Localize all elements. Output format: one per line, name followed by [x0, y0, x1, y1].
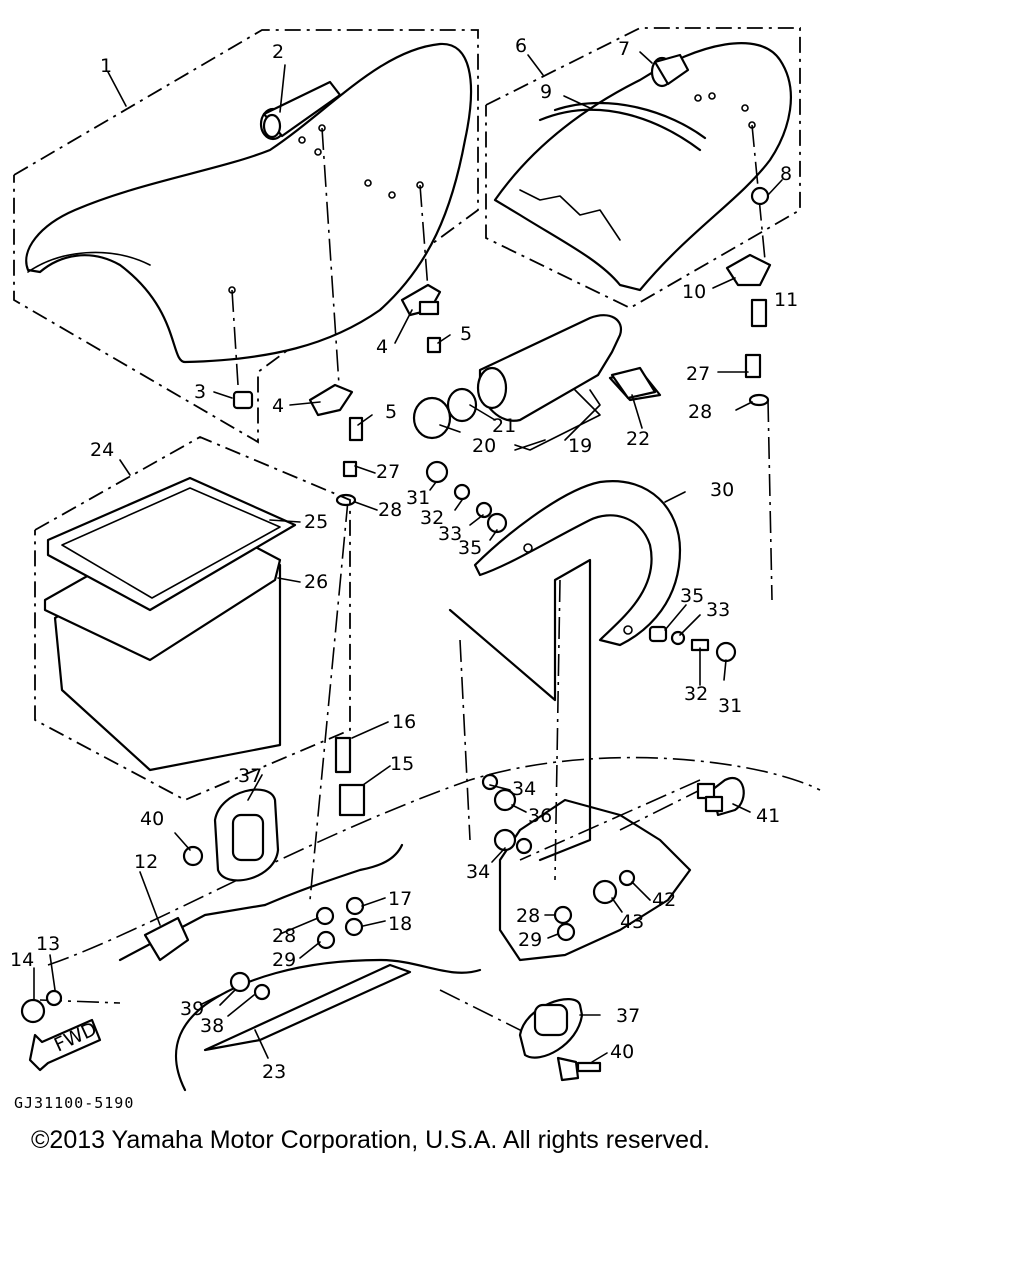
callout-9: 9: [540, 81, 552, 103]
callout-4b: 4: [272, 395, 284, 417]
callout-37b: 37: [616, 1005, 640, 1027]
front-seat-part: [493, 42, 792, 292]
callout-20: 20: [472, 435, 496, 457]
callout-32b: 32: [684, 683, 708, 705]
callout-37a: 37: [238, 765, 262, 787]
callout-39: 39: [180, 998, 204, 1020]
callout-2: 2: [272, 41, 284, 63]
drawing-code: GJ31100-5190: [14, 1094, 134, 1112]
callout-13: 13: [36, 933, 60, 955]
callout-4a: 4: [376, 336, 388, 358]
callout-32a: 32: [420, 507, 444, 529]
callout-42: 42: [652, 889, 676, 911]
callout-27b: 27: [686, 363, 710, 385]
callout-10: 10: [682, 281, 706, 303]
callout-3: 3: [194, 381, 206, 403]
seat-bracket-parts: [232, 283, 442, 507]
small-hardware: [20, 186, 772, 1082]
callout-28a: 28: [378, 499, 402, 521]
storage-box-frame: [34, 435, 351, 801]
callout-40a: 40: [140, 808, 164, 830]
callout-34b: 34: [466, 861, 490, 883]
callout-24: 24: [90, 439, 114, 461]
callout-35b: 35: [680, 585, 704, 607]
hull-deck-part: [47, 558, 821, 1092]
callout-1: 1: [100, 55, 112, 77]
front-seat-group-frame: [485, 27, 801, 310]
callout-16: 16: [392, 711, 416, 733]
callout-31b: 31: [718, 695, 742, 717]
callout-29a: 29: [272, 949, 296, 971]
callout-43: 43: [620, 911, 644, 933]
callout-33b: 33: [706, 599, 730, 621]
callout-31a: 31: [406, 487, 430, 509]
callout-numbers: 1 2 3 4 4 5 5 6 7 8 9 10 11 12 13 14 15 …: [10, 35, 798, 1083]
callout-38: 38: [200, 1015, 224, 1037]
callout-8: 8: [780, 163, 792, 185]
callout-21: 21: [492, 415, 516, 437]
callout-40b: 40: [610, 1041, 634, 1063]
storage-box-part: [43, 476, 297, 772]
copyright-notice: ©2013 Yamaha Motor Corporation, U.S.A. A…: [31, 1126, 710, 1154]
callout-18: 18: [388, 913, 412, 935]
callout-5b: 5: [385, 401, 397, 423]
callout-33a: 33: [438, 523, 462, 545]
callout-12: 12: [134, 851, 158, 873]
parts-diagram: FWD: [10, 27, 821, 1112]
callout-19: 19: [568, 435, 592, 457]
callout-15: 15: [390, 753, 414, 775]
callout-22: 22: [626, 428, 650, 450]
grab-bar-part: [473, 480, 737, 663]
callout-17: 17: [388, 888, 412, 910]
callout-6: 6: [515, 35, 527, 57]
callout-leaders: [33, 51, 783, 1063]
callout-30: 30: [710, 479, 734, 501]
callout-28b: 28: [688, 401, 712, 423]
callout-14: 14: [10, 949, 34, 971]
callout-28d: 28: [516, 905, 540, 927]
callout-34a: 34: [512, 778, 536, 800]
callout-26: 26: [304, 571, 328, 593]
callout-28c: 28: [272, 925, 296, 947]
callout-29b: 29: [518, 929, 542, 951]
cleat-bracket-right-part: [518, 998, 584, 1059]
forward-arrow: FWD: [28, 1018, 102, 1072]
tow-eye-part: [696, 776, 745, 817]
rear-seat-part: [25, 42, 473, 364]
callout-27a: 27: [376, 461, 400, 483]
callout-35a: 35: [458, 537, 482, 559]
callout-41: 41: [756, 805, 780, 827]
cleat-bracket-left-part: [213, 788, 280, 882]
callout-36: 36: [528, 805, 552, 827]
callout-23: 23: [262, 1061, 286, 1083]
callout-25: 25: [304, 511, 328, 533]
callout-7: 7: [618, 38, 630, 60]
callout-5a: 5: [460, 323, 472, 345]
callout-11: 11: [774, 289, 798, 311]
